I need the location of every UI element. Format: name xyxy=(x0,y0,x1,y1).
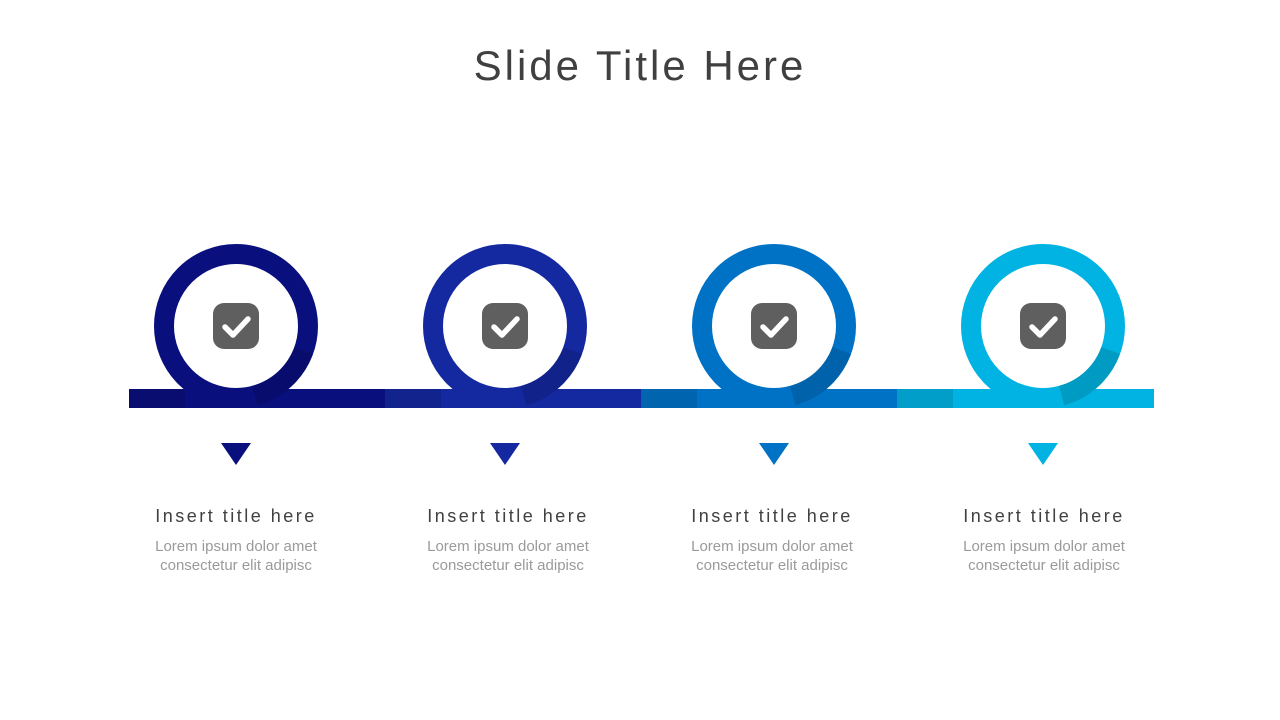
step-2-ring-shadow xyxy=(520,346,583,406)
check-square-icon xyxy=(482,303,528,349)
step-1-text: Insert title here Lorem ipsum dolor amet… xyxy=(116,506,356,575)
step-1-title: Insert title here xyxy=(155,506,317,526)
check-mark xyxy=(491,316,520,338)
step-2-pointer-icon xyxy=(490,443,520,465)
step-2-text: Insert title here Lorem ipsum dolor amet… xyxy=(388,506,628,575)
check-square-icon xyxy=(213,303,259,349)
step-3-title: Insert title here xyxy=(691,506,853,526)
step-1-pointer-icon xyxy=(221,443,251,465)
step-1-ring-shadow xyxy=(251,346,314,406)
step-4-ring-shadow xyxy=(1058,346,1121,406)
check-square-icon xyxy=(1020,303,1066,349)
step-2-body: Lorem ipsum dolor amet consectetur elit … xyxy=(427,538,589,574)
step-2-bar-shade xyxy=(385,389,441,408)
step-3-body: Lorem ipsum dolor amet consectetur elit … xyxy=(691,538,853,574)
check-mark xyxy=(222,316,251,338)
step-2-graphic xyxy=(385,244,641,465)
step-3-bar-shade xyxy=(641,389,697,408)
check-square-icon-bg xyxy=(1020,303,1066,349)
check-mark xyxy=(1029,316,1058,338)
step-1-body: Lorem ipsum dolor amet consectetur elit … xyxy=(155,538,317,574)
check-mark xyxy=(760,316,789,338)
step-1-bar-shade xyxy=(129,389,185,408)
step-3-ring-shadow xyxy=(789,346,852,406)
check-square-icon-bg xyxy=(213,303,259,349)
step-4-graphic xyxy=(897,244,1154,465)
step-4-title: Insert title here xyxy=(963,506,1125,526)
check-square-icon-bg xyxy=(751,303,797,349)
step-2-title: Insert title here xyxy=(427,506,589,526)
step-4-body: Lorem ipsum dolor amet consectetur elit … xyxy=(963,538,1125,574)
step-1-graphic xyxy=(129,244,385,465)
step-3-pointer-icon xyxy=(759,443,789,465)
step-4-text: Insert title here Lorem ipsum dolor amet… xyxy=(924,506,1164,575)
check-square-icon-bg xyxy=(482,303,528,349)
step-3-graphic xyxy=(641,244,897,465)
check-square-icon xyxy=(751,303,797,349)
step-4-pointer-icon xyxy=(1028,443,1058,465)
slide-title: Slide Title Here xyxy=(473,42,807,89)
step-4-bar-shade xyxy=(897,389,953,408)
step-3-text: Insert title here Lorem ipsum dolor amet… xyxy=(652,506,892,575)
